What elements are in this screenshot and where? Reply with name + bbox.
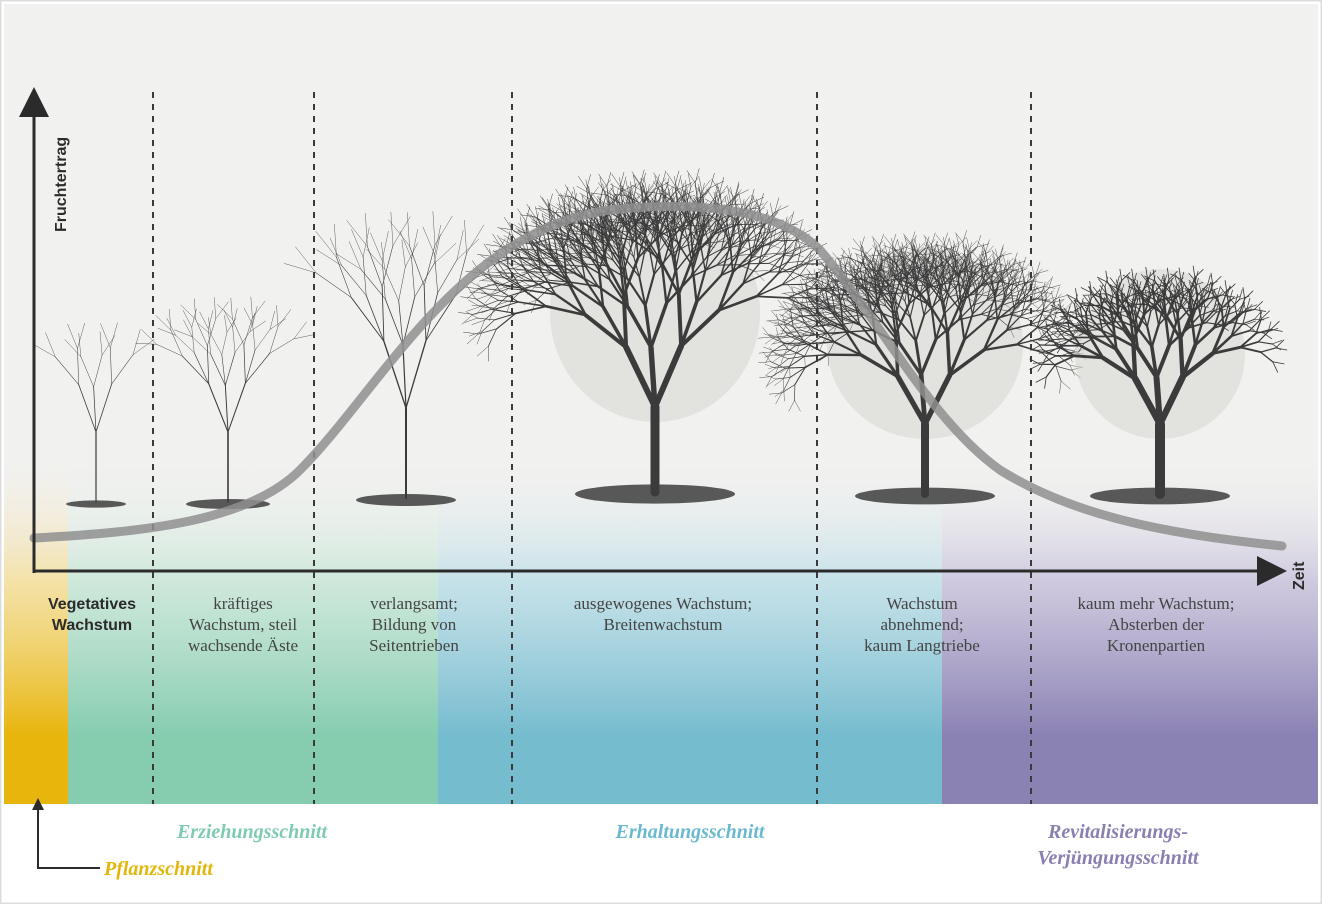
phase-text-3-line-1: verlangsamt;	[370, 594, 458, 613]
label-revitalisierung-2: Verjüngungsschnitt	[1037, 847, 1200, 869]
band-education	[68, 460, 438, 804]
phase-text-6-line-3: Kronenpartien	[1107, 636, 1206, 655]
phase-text-5-line-2: abnehmend;	[880, 615, 963, 634]
phase-text-4-line-1: ausgewogenes Wachstum;	[574, 594, 752, 613]
label-erziehungsschnitt: Erziehungsschnitt	[176, 821, 329, 843]
plant-pointer-arrow	[32, 798, 44, 810]
phase-text-6-line-1: kaum mehr Wachstum;	[1078, 594, 1235, 613]
phase-text-2-line-3: wachsende Äste	[188, 636, 298, 655]
tree-seedling-icon	[32, 322, 155, 508]
y-axis-label: Fruchtertrag	[53, 137, 70, 232]
phase-text-3-line-2: Bildung von	[372, 615, 457, 634]
band-maintenance	[438, 460, 942, 804]
phase-text-1-line-2: Wachstum	[52, 617, 132, 634]
label-pflanzschnitt: Pflanzschnitt	[103, 858, 214, 880]
phase-text-1-line-1: Vegetatives	[48, 596, 136, 613]
tree-sapling-icon	[284, 211, 519, 506]
phase-text-6-line-2: Absterben der	[1108, 615, 1204, 634]
phase-text-5-line-3: kaum Langtriebe	[864, 636, 980, 655]
x-axis-label: Zeit	[1291, 561, 1308, 590]
band-plant	[4, 460, 68, 804]
phase-text-3-line-3: Seitentrieben	[369, 636, 459, 655]
phase-dividers	[152, 92, 1032, 804]
trees	[32, 168, 1288, 510]
phase-text-5-line-1: Wachstum	[886, 594, 957, 613]
label-erhaltungsschnitt: Erhaltungsschnitt	[615, 821, 766, 843]
phase-text-2-line-1: kräftiges	[213, 594, 272, 613]
tree-old-icon	[1029, 265, 1288, 505]
phase-text-2-line-2: Wachstum, steil	[189, 615, 297, 634]
plant-pointer	[37, 804, 100, 869]
yield-curve	[29, 201, 1287, 551]
label-revitalisierung-1: Revitalisierungs-	[1047, 821, 1188, 843]
tree-aging-icon	[757, 230, 1089, 505]
phase-text-4-line-2: Breitenwachstum	[604, 615, 723, 634]
